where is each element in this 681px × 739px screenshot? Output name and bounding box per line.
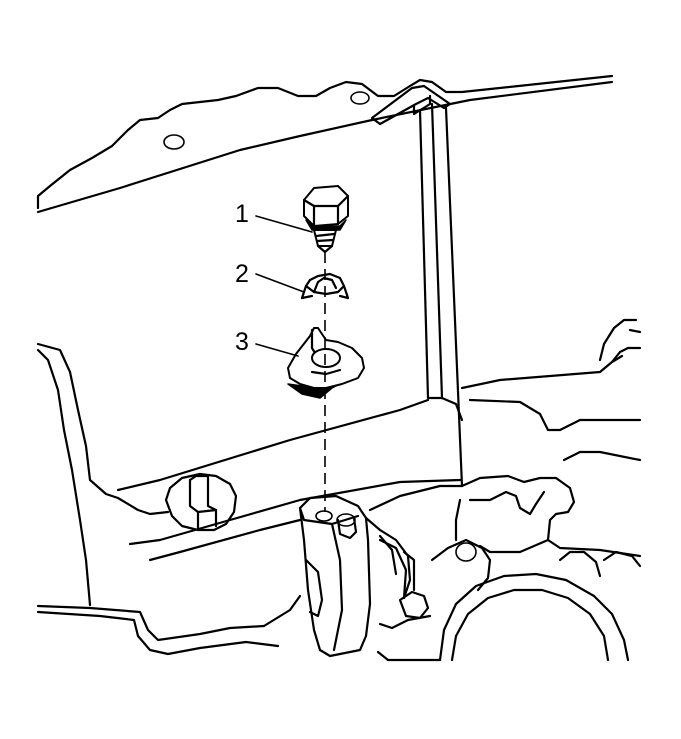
callout-2: 2 — [235, 260, 249, 288]
lower-housing — [36, 318, 642, 662]
callout-1: 1 — [235, 200, 249, 228]
left-boss — [164, 472, 238, 532]
callout-3-leader — [255, 343, 299, 357]
housing-top-flange — [36, 74, 614, 214]
callout-1-leader — [255, 215, 313, 233]
part-3-plate — [287, 327, 365, 399]
mounting-pedestal — [298, 484, 464, 658]
part-2-clip — [300, 272, 350, 300]
callout-3: 3 — [235, 328, 249, 356]
part-1-bolt — [302, 185, 350, 254]
vertical-rail — [370, 84, 464, 488]
callout-2-leader — [255, 273, 305, 293]
